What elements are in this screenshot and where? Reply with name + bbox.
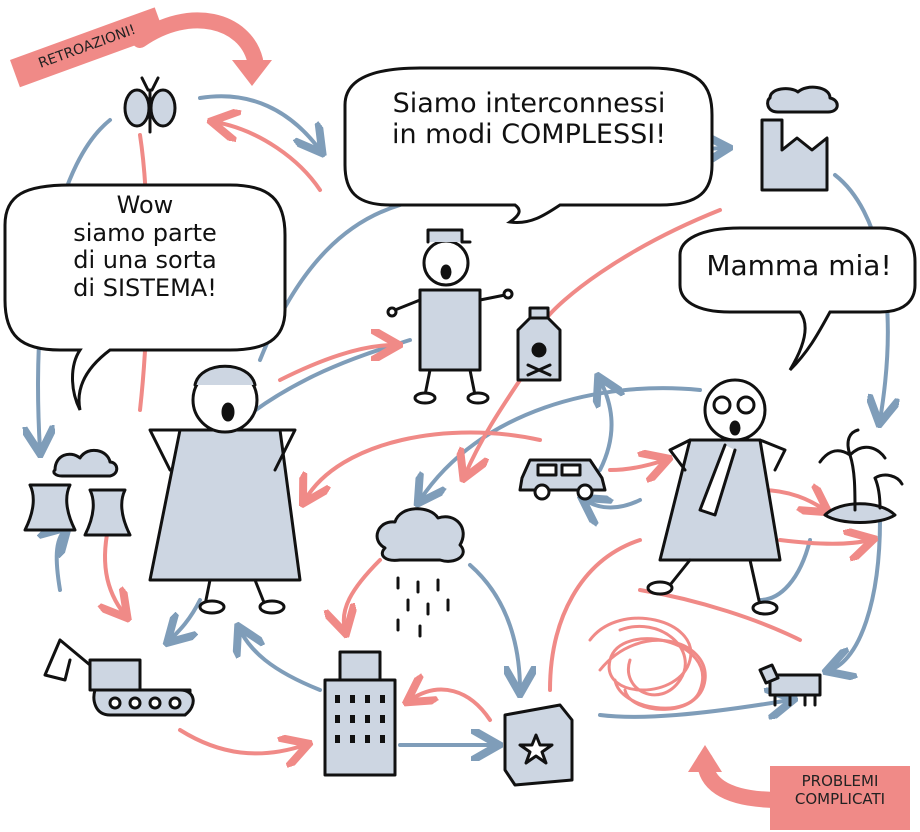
arrow	[778, 540, 870, 544]
arrow	[198, 94, 320, 150]
arrow	[543, 208, 722, 322]
arrow	[608, 460, 665, 470]
arrow	[420, 386, 702, 500]
arrow	[170, 598, 202, 640]
bubble-right-text: Mamma mia!	[685, 249, 913, 282]
bubble-right-line-1: Mamma mia!	[706, 249, 892, 282]
bubble-center-text: Siamo interconnessi in modi COMPLESSI!	[350, 88, 708, 150]
arrow	[344, 558, 382, 630]
arrow	[598, 700, 790, 717]
arrow	[305, 430, 542, 501]
palm-island-icon	[818, 428, 904, 524]
arrow	[585, 500, 642, 508]
arrow	[600, 380, 612, 472]
bubble-center-line-2: in modi COMPLESSI!	[391, 119, 667, 151]
complicated-problems-tag: PROBLEMI COMPLICATI	[770, 766, 910, 830]
excavator-icon	[43, 638, 195, 717]
bubble-left-line-3: di una sorta	[73, 246, 217, 275]
bubble-left-shape	[3, 183, 287, 411]
arrow	[57, 530, 65, 592]
tangle-icon	[588, 616, 707, 711]
bubble-left-line-4: di SISTEMA!	[73, 273, 217, 302]
car-icon	[518, 458, 607, 501]
arrow	[215, 122, 322, 192]
arrow	[548, 538, 642, 692]
bubble-center-shape	[343, 66, 714, 225]
glasses-man-character	[646, 378, 787, 616]
bubble-left-line-2: siamo parte	[73, 218, 217, 247]
arrow	[278, 345, 395, 382]
complicated-arrowhead	[688, 745, 722, 772]
complicated-line-2: COMPLICATI	[794, 790, 886, 808]
cow-icon	[758, 663, 822, 707]
bubble-center-line-1: Siamo interconnessi	[392, 88, 666, 119]
factory-icon	[760, 85, 839, 192]
arrow	[758, 538, 812, 602]
power-plant-icon	[23, 448, 132, 537]
arrow	[178, 728, 305, 753]
arrow	[468, 563, 520, 690]
arrow	[240, 630, 322, 692]
arrow	[410, 690, 492, 722]
feedback-arrowhead	[232, 60, 272, 86]
bubble-left-text: Wow siamo parte di una sorta di SISTEMA!	[10, 191, 280, 302]
bubble-right-shape	[678, 226, 917, 372]
woman-character	[148, 364, 302, 615]
bubble-left-line-1: Wow	[116, 191, 174, 219]
rain-cloud-icon	[375, 507, 465, 638]
poison-bottle-icon	[516, 306, 562, 382]
arrow	[465, 378, 522, 475]
butterfly-icon	[123, 76, 177, 134]
complicated-line-1: PROBLEMI	[801, 772, 879, 790]
office-building-icon	[323, 650, 397, 777]
box-icon	[503, 703, 574, 787]
man-character	[386, 228, 514, 405]
